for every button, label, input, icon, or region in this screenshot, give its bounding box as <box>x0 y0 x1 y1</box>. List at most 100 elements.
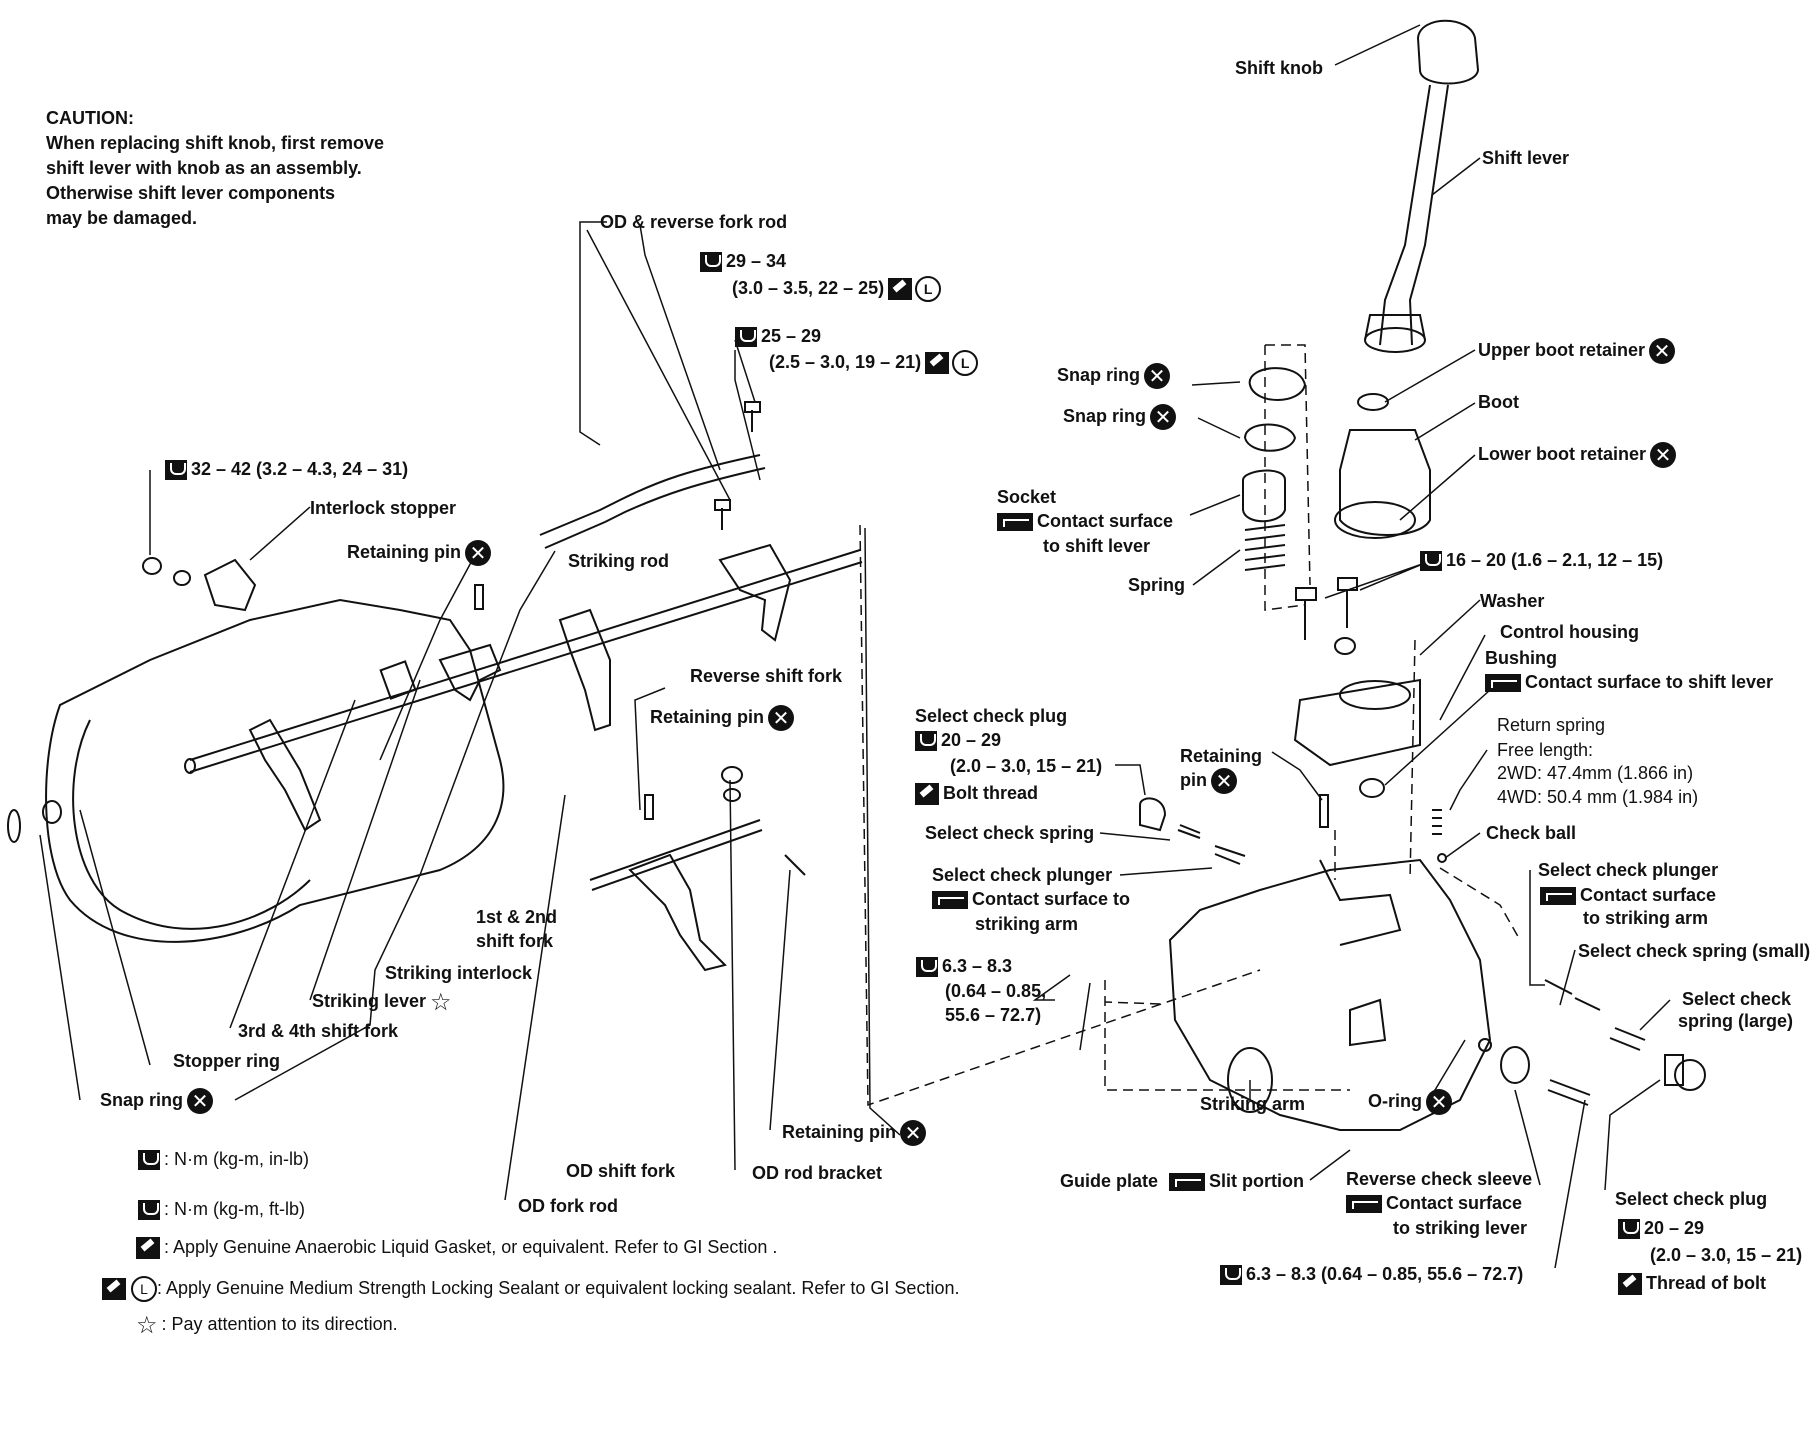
slit-portion-text: Slit portion <box>1209 1171 1305 1191</box>
wrench-icon <box>916 957 938 978</box>
legend-sealant-text: : Apply Genuine Medium Strength Locking … <box>157 1277 960 1298</box>
striking-rod-shape <box>189 549 863 773</box>
right-transmission-case <box>1168 858 1492 1131</box>
legend-sealant: L: Apply Genuine Medium Strength Locking… <box>102 1276 959 1302</box>
label-striking-lever: Striking lever☆ <box>312 990 452 1014</box>
label-od-shift-fork: OD shift fork <box>566 1161 676 1181</box>
label-guide-plate: Guide plate Slit portion <box>1060 1170 1304 1192</box>
replace-x-icon: ✕ <box>1649 338 1676 364</box>
label-sleeve-contact-2: to striking lever <box>1393 1218 1528 1238</box>
torque-spec-e-2: (2.0 – 3.0, 15 – 21) <box>950 756 1103 776</box>
bolt-thread-text: Bolt thread <box>943 783 1039 803</box>
replace-x-icon: ✕ <box>1211 768 1237 794</box>
label-return-spring: Return spring <box>1497 715 1606 735</box>
shift-lever-shape <box>1379 84 1449 346</box>
sealant-icon <box>888 278 913 300</box>
transmission-case <box>45 598 505 943</box>
grease-icon <box>1169 1173 1206 1192</box>
label-snap-ring-2: Snap ring✕ <box>1063 404 1177 430</box>
control-housing-shape <box>1293 678 1421 767</box>
label-thread-of-bolt: Thread of bolt <box>1618 1272 1766 1296</box>
label-spring: Spring <box>1128 575 1185 595</box>
retaining-pin-1-text: Retaining pin <box>347 541 461 562</box>
locking-l-icon: L <box>952 350 979 376</box>
label-socket-contact-1: Contact surface <box>997 510 1173 532</box>
replace-x-icon: ✕ <box>187 1088 214 1114</box>
label-snap-ring-1: Snap ring✕ <box>1057 363 1171 389</box>
boot-shape <box>1339 429 1431 536</box>
reverse-fork-shape <box>718 543 792 642</box>
case-snap-ring <box>7 809 21 843</box>
legend-gasket-text: : Apply Genuine Anaerobic Liquid Gasket,… <box>164 1237 778 1257</box>
torque-c-text: 32 – 42 (3.2 – 4.3, 24 – 31) <box>191 459 409 479</box>
wrench-icon <box>1618 1219 1640 1240</box>
replace-x-icon: ✕ <box>1426 1089 1452 1115</box>
direction-star-icon: ☆ <box>136 1311 158 1340</box>
label-od-rod-bracket: OD rod bracket <box>752 1163 883 1183</box>
grease-icon <box>1485 674 1521 693</box>
label-plunger-contact-2: striking arm <box>975 914 1079 934</box>
torque-b-line2: (2.5 – 3.0, 19 – 21) <box>769 351 922 372</box>
shift-knob-shape <box>1416 19 1480 85</box>
interlock-stopper-shape <box>203 558 257 612</box>
label-retaining-pin-2: Retaining pin✕ <box>650 705 794 731</box>
thread-of-bolt-text: Thread of bolt <box>1646 1273 1766 1293</box>
legend-direction-text: : Pay attention to its direction. <box>161 1314 398 1334</box>
label-retaining-pin-1: Retaining pin✕ <box>347 540 491 566</box>
label-plunger-right-contact-1: Contact surface <box>1540 884 1716 906</box>
label-striking-interlock: Striking interlock <box>385 963 533 983</box>
replace-x-icon: ✕ <box>1144 363 1171 389</box>
label-interlock-stopper: Interlock stopper <box>310 498 457 518</box>
bushing-contact-text: Contact surface to shift lever <box>1525 672 1774 692</box>
legend-nm-ftlb: : N·m (kg-m, ft-lb) <box>138 1198 305 1221</box>
retaining-pin-3-text: Retaining pin <box>782 1121 896 1142</box>
fork-3rd-4th <box>248 718 322 832</box>
locking-l-icon: L <box>131 1276 157 1302</box>
plunger-contact-1-text: Contact surface to <box>972 889 1131 909</box>
fork-1st-2nd <box>558 608 611 732</box>
upper-boot-retainer-text: Upper boot retainer <box>1478 339 1646 360</box>
label-select-check-plunger-right: Select check plunger <box>1538 860 1719 880</box>
label-sleeve-contact-1: Contact surface <box>1346 1192 1522 1214</box>
wrench-icon <box>700 252 722 273</box>
snap-ring-1-text: Snap ring <box>1057 364 1141 385</box>
torque-inlb-icon <box>138 1150 160 1171</box>
striking-interlock-shape <box>379 660 417 700</box>
torque-d-text: 16 – 20 (1.6 – 2.1, 12 – 15) <box>1446 550 1664 570</box>
torque-spec-a-2: (3.0 – 3.5, 22 – 25)L <box>732 276 942 302</box>
torque-spec-e: 20 – 29 <box>915 729 1001 752</box>
label-snap-ring-bottom: Snap ring✕ <box>100 1088 214 1114</box>
torque-spec-b-2: (2.5 – 3.0, 19 – 21) L <box>769 350 979 376</box>
snap-ring-bottom-text: Snap ring <box>100 1089 184 1110</box>
label-reverse-shift-fork: Reverse shift fork <box>690 666 843 686</box>
grease-icon <box>1540 887 1576 906</box>
legend-direction: ☆: Pay attention to its direction. <box>136 1311 398 1340</box>
label-select-check-plunger-left: Select check plunger <box>932 865 1113 885</box>
caution-title: CAUTION: <box>46 108 134 128</box>
label-control-housing: Control housing <box>1500 622 1639 642</box>
snap-ring-2-text: Snap ring <box>1063 405 1147 426</box>
label-spring-large-2: spring (large) <box>1678 1011 1794 1031</box>
replace-x-icon: ✕ <box>900 1120 926 1146</box>
guide-plate-text: Guide plate <box>1060 1171 1159 1191</box>
label-lower-boot-retainer: Lower boot retainer✕ <box>1478 442 1677 468</box>
label-1st-2nd-fork-1: 1st & 2nd <box>476 907 558 927</box>
wrench-icon <box>165 460 187 481</box>
replace-x-icon: ✕ <box>1650 442 1677 468</box>
sealant-icon <box>136 1237 160 1260</box>
od-reverse-fork-rod-shape <box>539 454 766 549</box>
label-socket-contact-2: to shift lever <box>1043 536 1151 556</box>
label-check-ball: Check ball <box>1486 823 1577 843</box>
label-retaining-pin-right-2: pin✕ <box>1180 768 1237 794</box>
label-striking-rod: Striking rod <box>568 551 670 571</box>
torque-spec-h-2: (2.0 – 3.0, 15 – 21) <box>1650 1245 1803 1265</box>
torque-spec-g: 6.3 – 8.3 (0.64 – 0.85, 55.6 – 72.7) <box>1220 1263 1523 1286</box>
torque-f-line1: 6.3 – 8.3 <box>942 956 1013 976</box>
caution-line-1: When replacing shift knob, first remove <box>46 133 385 153</box>
label-bushing-contact: Contact surface to shift lever <box>1485 671 1773 693</box>
label-od-fork-rod: OD fork rod <box>518 1196 619 1216</box>
label-1st-2nd-fork-2: shift fork <box>476 931 554 951</box>
case-bell-rim <box>72 719 311 930</box>
spring-shape <box>1244 524 1286 571</box>
